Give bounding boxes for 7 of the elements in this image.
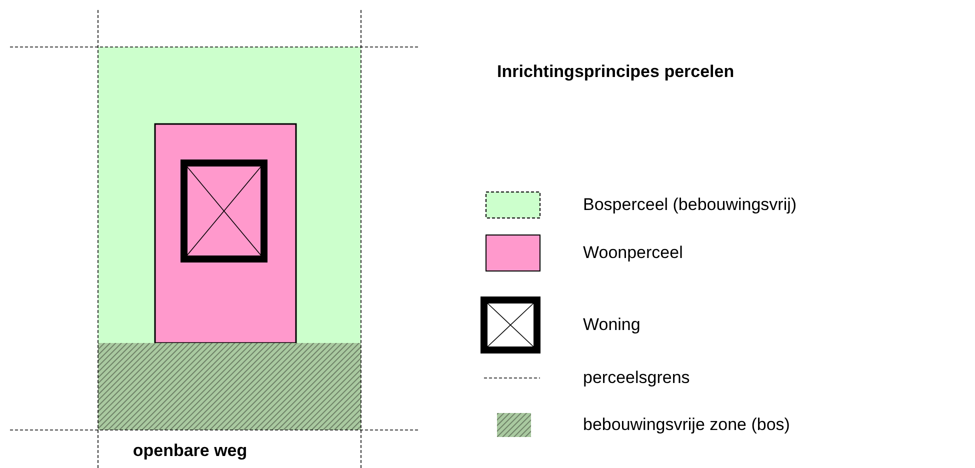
legend-label: Woonperceel <box>583 243 683 263</box>
legend-label: Woning <box>583 315 640 335</box>
legend-label: Bosperceel (bebouwingsvrij) <box>583 195 797 215</box>
legend-title: Inrichtingsprincipes percelen <box>497 62 734 82</box>
legend-label: perceelsgrens <box>583 368 690 388</box>
road-label: openbare weg <box>132 441 248 461</box>
legend-label: bebouwingsvrije zone (bos) <box>583 415 790 435</box>
